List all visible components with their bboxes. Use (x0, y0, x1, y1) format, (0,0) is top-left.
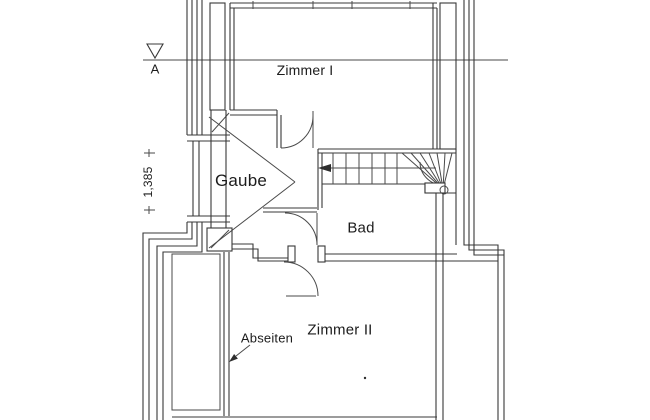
doors (263, 111, 326, 297)
plan-dot (363, 376, 367, 380)
zimmer2-walls (171, 243, 498, 418)
dormer-window (192, 141, 200, 216)
room-label-zimmer-2: Zimmer II (307, 321, 373, 339)
abseiten-space (171, 253, 221, 411)
annotation-abseiten: Abseiten (240, 330, 294, 346)
winder-treads (401, 152, 453, 190)
bad-walls (317, 149, 457, 420)
door-bad (263, 207, 318, 246)
room-label-bad: Bad (347, 219, 375, 237)
door-zimmer2 (283, 245, 326, 297)
room-label-gaube: Gaube (214, 171, 268, 190)
staircase (317, 148, 456, 195)
dimension-ticks (144, 149, 155, 214)
right-outer-wall (463, 0, 505, 420)
newel-post (424, 182, 446, 194)
section-line (143, 43, 508, 61)
door-zimmer1 (280, 111, 314, 149)
section-marker-label: A (150, 61, 160, 77)
abseiten-partition (223, 252, 230, 416)
abseiten-leader-arrow-icon (229, 344, 251, 362)
room-label-zimmer-1: Zimmer I (276, 62, 334, 78)
newel-circle (439, 185, 449, 195)
section-marker-triangle-icon (146, 43, 164, 60)
left-outer-wall (142, 0, 203, 420)
dimension-label: 1,385 (141, 166, 155, 198)
stair-direction-arrow-icon (318, 164, 436, 172)
gaube-dormer (187, 110, 296, 252)
top-wall (230, 1, 437, 9)
dormer-cheek-lines (208, 116, 296, 249)
